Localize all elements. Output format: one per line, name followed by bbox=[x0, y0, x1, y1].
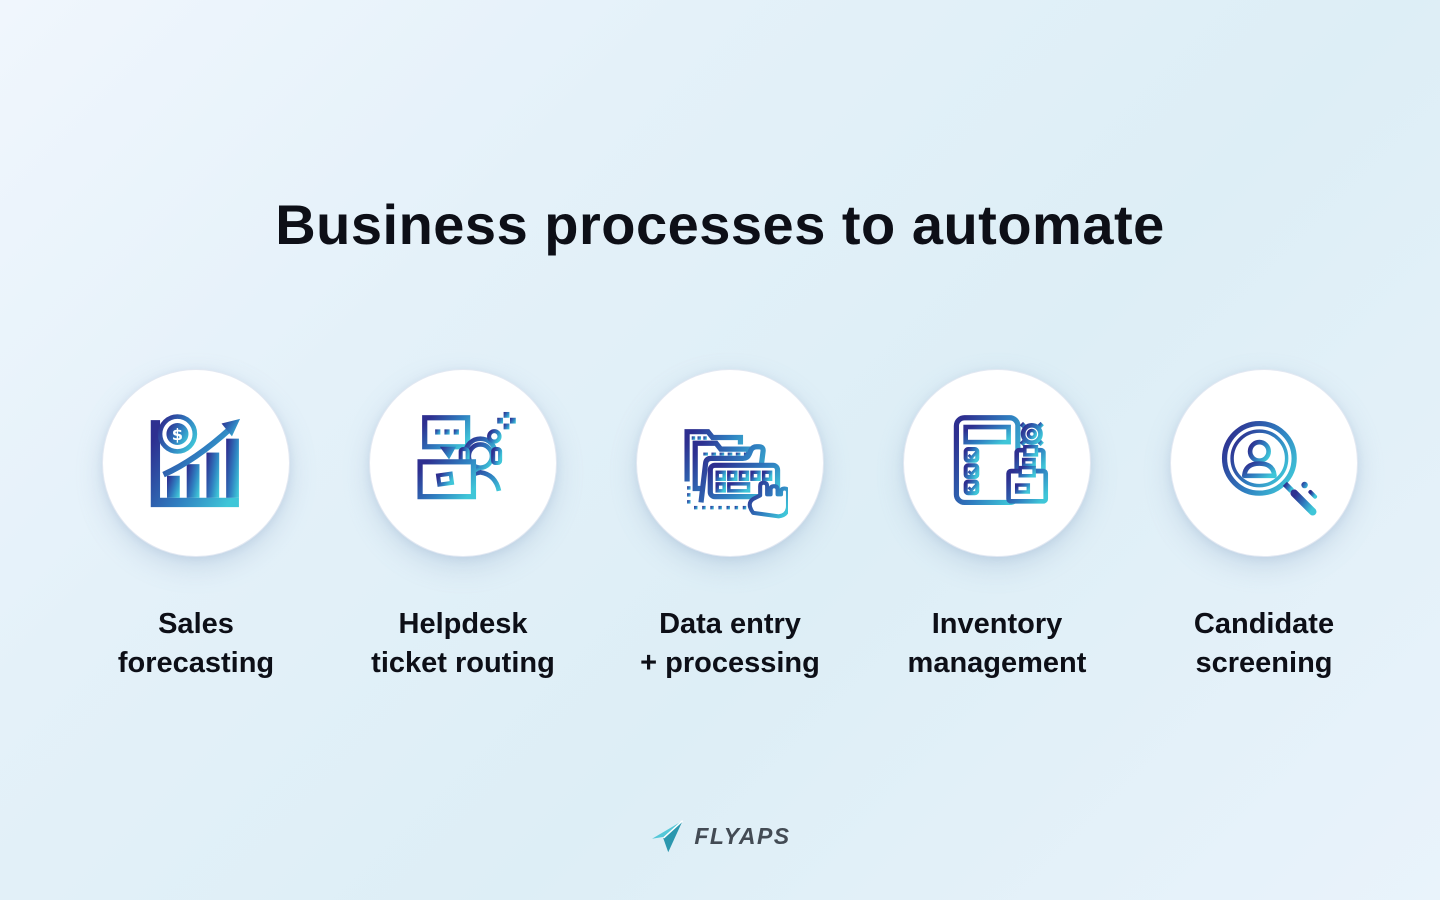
process-label: Sales forecasting bbox=[118, 605, 274, 683]
process-item-candidate-screening: Candidate screening bbox=[1170, 369, 1358, 683]
process-label-line2: + processing bbox=[640, 647, 820, 679]
svg-text:$: $ bbox=[172, 425, 183, 444]
icon-circle: $ bbox=[102, 369, 290, 557]
magnifier-person-target-icon bbox=[1211, 410, 1318, 516]
page-title: Business processes to automate bbox=[275, 193, 1165, 256]
process-item-inventory-management: Inventory management bbox=[903, 369, 1091, 683]
process-label-line2: forecasting bbox=[117, 647, 275, 679]
process-label-line1: Helpdesk bbox=[398, 608, 528, 640]
process-label-line1: Sales bbox=[158, 608, 234, 640]
process-label: Data entry + processing bbox=[640, 605, 820, 683]
process-label: Inventory management bbox=[908, 605, 1087, 683]
process-item-data-entry-processing: Data entry + processing bbox=[636, 369, 824, 683]
icon-circle bbox=[1170, 369, 1358, 557]
checklist-boxes-gear-icon bbox=[953, 415, 1049, 506]
process-item-sales-forecasting: $ Sales forecasting bbox=[102, 369, 290, 683]
process-label-line1: Candidate bbox=[1193, 608, 1335, 640]
paper-plane-icon bbox=[652, 820, 684, 853]
process-label-line1: Inventory bbox=[931, 608, 1063, 640]
icon-circle bbox=[636, 369, 824, 557]
flyaps-logo: FLYAPS bbox=[649, 818, 790, 854]
process-item-helpdesk-ticket-routing: Helpdesk ticket routing bbox=[369, 369, 557, 683]
bar-chart-dollar-icon: $ bbox=[150, 414, 241, 508]
folders-data-entry-icon bbox=[684, 429, 788, 519]
process-items-row: $ Sales forecasting bbox=[102, 369, 1358, 683]
process-label-line1: Data entry bbox=[659, 608, 801, 640]
process-label-line2: ticket routing bbox=[371, 647, 555, 679]
process-label-line2: screening bbox=[1195, 647, 1333, 679]
process-label-line2: management bbox=[907, 647, 1087, 679]
process-label: Helpdesk ticket routing bbox=[371, 605, 555, 683]
icon-circle bbox=[903, 369, 1091, 557]
process-label: Candidate screening bbox=[1194, 605, 1334, 683]
logo-text: FLYAPS bbox=[694, 822, 791, 849]
icon-circle bbox=[369, 369, 557, 557]
helpdesk-agent-laptop-icon bbox=[411, 411, 516, 507]
